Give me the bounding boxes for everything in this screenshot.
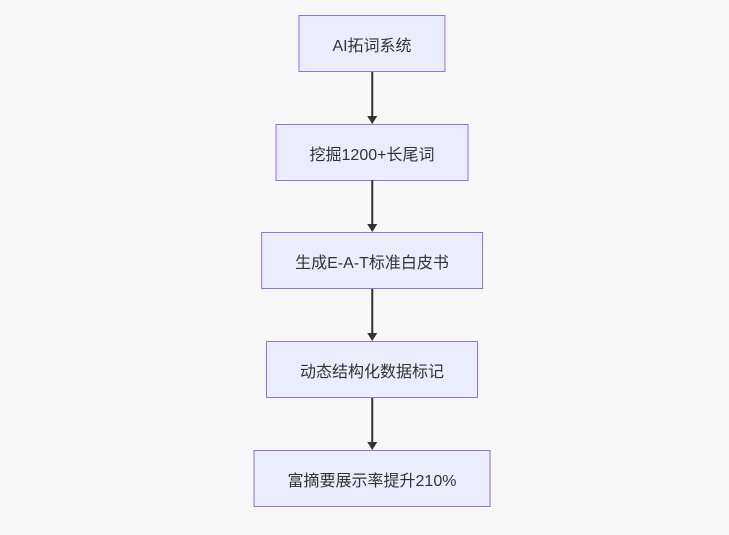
- flow-node-label: 富摘要展示率提升210%: [287, 472, 457, 490]
- flow-node-label: 动态结构化数据标记: [299, 363, 445, 381]
- flow-node-rich-snippet-result: 富摘要展示率提升210%: [253, 450, 491, 507]
- flow-node-label: AI拓词系统: [332, 37, 412, 55]
- flow-arrow-3: [371, 289, 373, 333]
- flow-arrow-1: [371, 72, 373, 116]
- flow-node-longtail-mining: 挖掘1200+长尾词: [275, 124, 469, 181]
- flow-node-ai-keyword-system: AI拓词系统: [298, 15, 446, 72]
- flow-arrow-4: [371, 398, 373, 442]
- flow-arrow-2: [371, 180, 373, 224]
- flow-node-label: 生成E-A-T标准白皮书: [295, 254, 449, 272]
- flow-node-eat-whitepaper: 生成E-A-T标准白皮书: [261, 232, 483, 289]
- flow-node-structured-data: 动态结构化数据标记: [265, 341, 479, 398]
- flow-node-label: 挖掘1200+长尾词: [309, 146, 435, 164]
